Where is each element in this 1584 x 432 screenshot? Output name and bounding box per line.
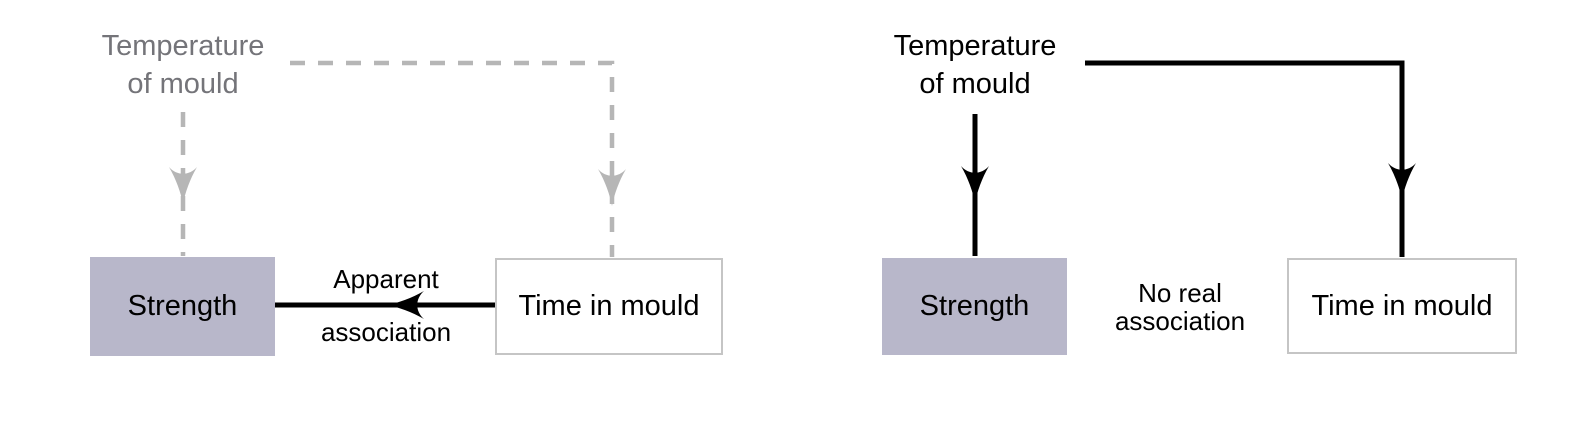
strength-box-right: Strength — [882, 258, 1067, 355]
time-in-mould-box-left: Time in mould — [495, 258, 723, 355]
confounder-label-right: Temperature of mould — [893, 30, 1057, 100]
time-in-mould-box-left-label: Time in mould — [518, 290, 700, 322]
solid-connector-temperature-to-time — [1085, 60, 1405, 257]
time-in-mould-box-right-label: Time in mould — [1311, 289, 1493, 322]
confounder-label-left: Temperature of mould — [101, 30, 265, 100]
association-label-left-line2: association — [320, 317, 452, 347]
association-label-left-line1: Apparent — [333, 264, 439, 294]
strength-box-left-label: Strength — [127, 290, 238, 322]
time-in-mould-box-right: Time in mould — [1287, 258, 1517, 354]
association-label-right-line2: association — [1114, 306, 1246, 336]
strength-box-right-label: Strength — [919, 290, 1030, 322]
association-label-right-line1: No real — [1138, 278, 1222, 308]
strength-box-left: Strength — [90, 257, 275, 356]
dashed-connector-temperature-to-time — [290, 60, 615, 257]
